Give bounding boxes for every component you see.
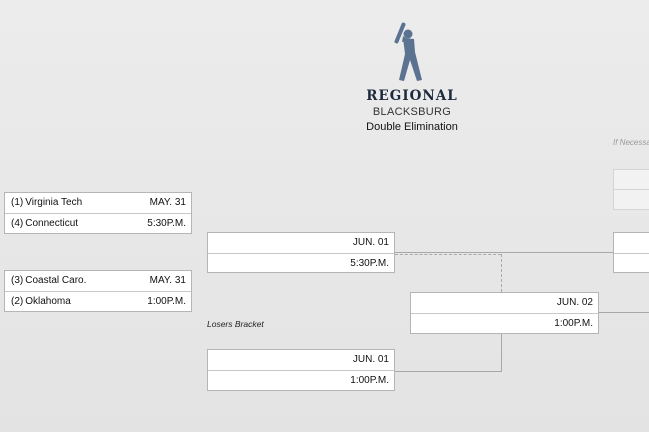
if-necessary-label: If Necessary [613, 138, 649, 147]
team-row[interactable]: 1:00P.M. [208, 370, 394, 390]
team-row[interactable]: (4)Connecticut 5:30P.M. [5, 213, 191, 233]
game-box-next[interactable] [613, 232, 649, 273]
game-time: 1:00P.M. [147, 296, 186, 307]
game-time: 5:30P.M. [147, 218, 186, 229]
losers-bracket-label: Losers Bracket [207, 319, 264, 329]
team-row[interactable]: JUN. 01 [208, 233, 394, 253]
team-row[interactable]: (2)Oklahoma 1:00P.M. [5, 291, 191, 311]
game-box-5[interactable]: JUN. 02 1:00P.M. [410, 292, 599, 334]
game-box-4[interactable]: JUN. 01 1:00P.M. [207, 349, 395, 391]
team-name: Coastal Caro. [25, 275, 87, 286]
team-name: Connecticut [25, 218, 79, 229]
seed-label: (2) [11, 296, 24, 307]
team-row[interactable]: 5:30P.M. [208, 253, 394, 273]
game-time: 1:00P.M. [554, 318, 593, 329]
connector-line [395, 371, 501, 372]
game-date: MAY. 31 [149, 275, 186, 286]
team-row[interactable]: JUN. 01 [208, 350, 394, 370]
seed-label: (4) [11, 218, 24, 229]
game-date: JUN. 01 [352, 237, 389, 248]
baseball-batter-logo-icon [394, 22, 422, 81]
team-row[interactable]: (1)Virginia Tech MAY. 31 [5, 193, 191, 213]
ghost-divider [614, 189, 649, 190]
team-row[interactable]: (3)Coastal Caro. MAY. 31 [5, 271, 191, 291]
game-time: 1:00P.M. [350, 375, 389, 386]
losers-connector-line [395, 254, 501, 255]
seed-label: (3) [11, 275, 24, 286]
losers-connector-line [501, 254, 502, 292]
game-date: MAY. 31 [149, 197, 186, 208]
game-box-2[interactable]: (3)Coastal Caro. MAY. 31 (2)Oklahoma 1:0… [4, 270, 192, 312]
game-date: JUN. 01 [352, 354, 389, 365]
game-box-1[interactable]: (1)Virginia Tech MAY. 31 (4)Connecticut … [4, 192, 192, 234]
connector-line [501, 334, 502, 372]
location-label: BLACKSBURG [372, 106, 452, 118]
game-box-3[interactable]: JUN. 01 5:30P.M. [207, 232, 395, 273]
team-row[interactable]: JUN. 02 [411, 293, 598, 313]
team-name: Oklahoma [25, 296, 71, 307]
seed-label: (1) [11, 197, 24, 208]
connector-line [395, 252, 613, 253]
game-time: 5:30P.M. [350, 258, 389, 269]
regional-title: REGIONAL [366, 88, 458, 104]
team-row[interactable] [614, 253, 649, 273]
game-date: JUN. 02 [556, 297, 593, 308]
connector-line [599, 312, 649, 313]
team-row[interactable]: 1:00P.M. [411, 313, 598, 333]
team-name: Virginia Tech [25, 197, 83, 208]
format-label: Double Elimination [366, 121, 458, 133]
